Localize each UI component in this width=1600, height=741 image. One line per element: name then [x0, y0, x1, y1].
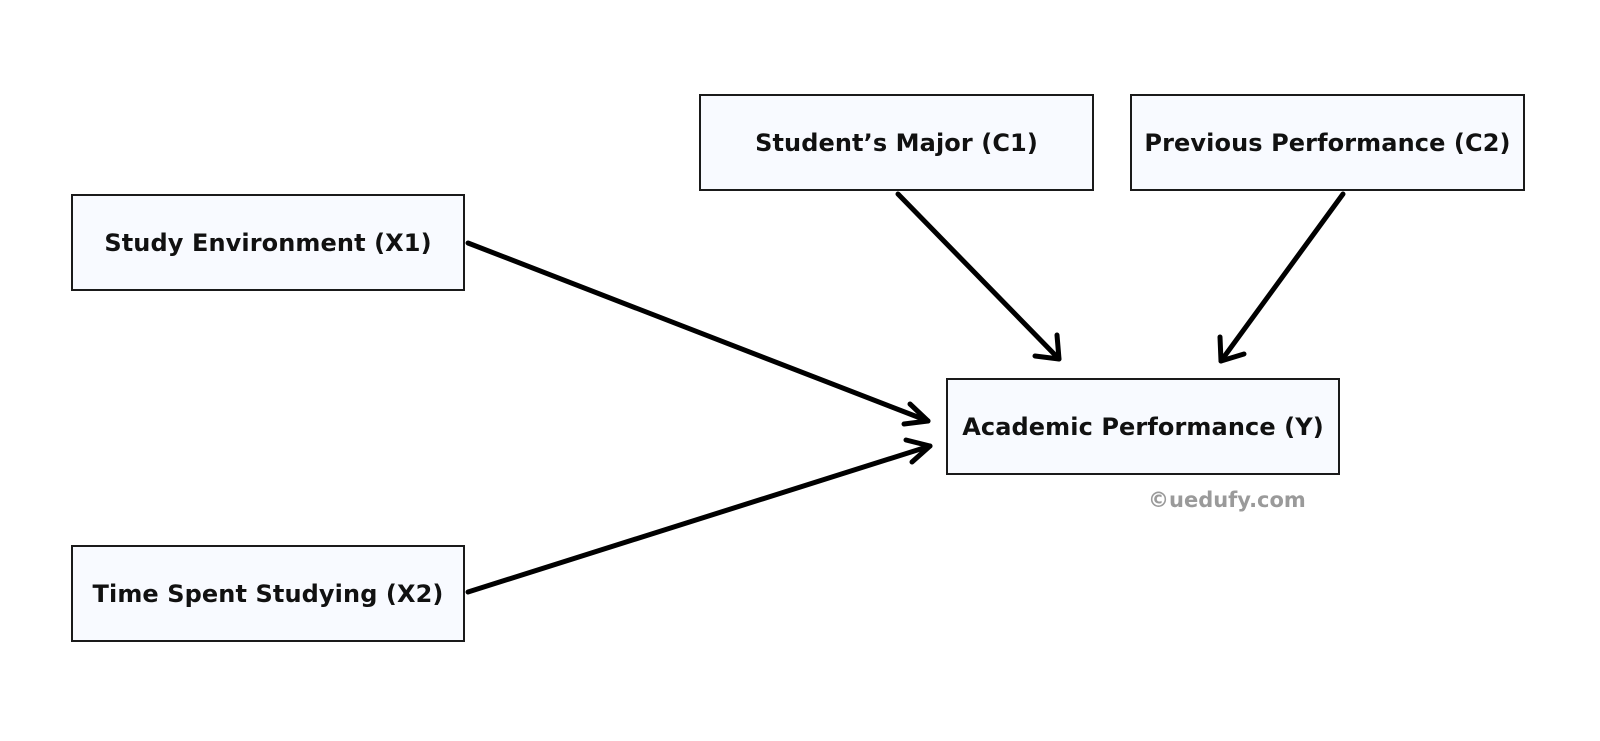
node-students-major: Student’s Major (C1): [699, 94, 1094, 191]
arrow-x1-to-y-head: [901, 401, 931, 427]
node-academic-performance: Academic Performance (Y): [946, 378, 1340, 475]
arrow-x2-to-y-shaft: [465, 443, 933, 595]
node-previous-performance: Previous Performance (C2): [1130, 94, 1525, 191]
arrow-c2-to-y-head: [1217, 334, 1247, 364]
arrow-c1-to-y: [895, 191, 1062, 362]
arrow-c2-to-y-shaft: [1218, 191, 1346, 364]
node-label: Time Spent Studying (X2): [92, 579, 444, 608]
node-time-spent-studying: Time Spent Studying (X2): [71, 545, 465, 642]
arrow-x1-to-y-shaft: [465, 240, 931, 424]
node-label: Study Environment (X1): [104, 228, 432, 257]
arrow-c1-to-y-shaft: [895, 191, 1062, 362]
arrow-c1-to-y-head: [1032, 332, 1062, 362]
node-label: Academic Performance (Y): [962, 412, 1324, 441]
arrow-c2-to-y: [1217, 191, 1346, 364]
arrow-x2-to-y: [465, 437, 933, 595]
node-study-environment: Study Environment (X1): [71, 194, 465, 291]
node-label: Student’s Major (C1): [755, 128, 1038, 157]
arrow-x1-to-y: [465, 240, 931, 427]
arrow-x2-to-y-head: [903, 437, 933, 465]
node-label: Previous Performance (C2): [1144, 128, 1511, 157]
watermark: ©uedufy.com: [1148, 488, 1306, 512]
